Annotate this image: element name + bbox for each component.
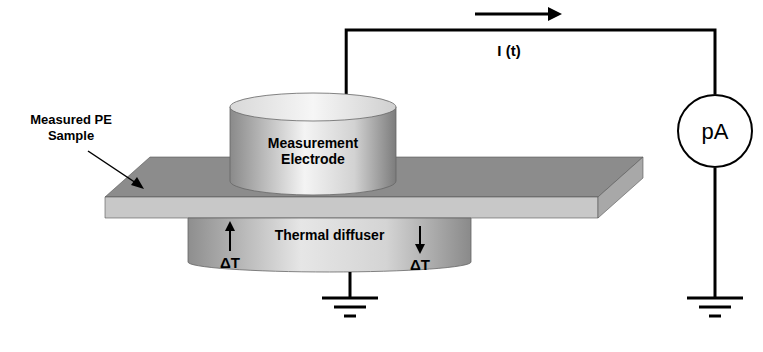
node-label: Thermal diffuser <box>275 227 385 243</box>
ground-symbol <box>344 315 356 318</box>
sample-front-face <box>105 197 598 218</box>
node-label: Measurement Electrode <box>238 135 388 167</box>
delta-t-label: ΔT <box>402 256 438 274</box>
meter-circle: pA <box>677 94 753 168</box>
cylinder-top <box>230 93 396 121</box>
current-label: I (t) <box>484 42 534 60</box>
electrode-cylinder: Measurement Electrode <box>230 93 396 195</box>
leader-arrowhead <box>131 177 144 189</box>
heat-arrowhead <box>225 221 235 231</box>
ground-symbol <box>334 306 366 309</box>
heat-arrow <box>229 230 231 251</box>
meter-outline <box>678 95 752 167</box>
sample-label: Measured PE Sample <box>26 112 116 144</box>
ground-symbol <box>687 297 743 300</box>
current-arrow <box>475 13 550 16</box>
leader-line <box>88 151 136 183</box>
ground-wire <box>714 168 717 298</box>
heat-arrowhead <box>415 244 425 254</box>
delta-t-label: ΔT <box>212 254 248 272</box>
node-label: pA <box>702 119 729 144</box>
sample-side-face <box>598 157 643 218</box>
ground-symbol <box>699 306 731 309</box>
ground-symbol <box>709 315 721 318</box>
current-arrowhead <box>548 7 562 21</box>
ground-symbol <box>322 297 378 300</box>
ground-wire <box>349 272 352 298</box>
wire <box>346 30 715 94</box>
heat-arrow <box>419 226 421 245</box>
